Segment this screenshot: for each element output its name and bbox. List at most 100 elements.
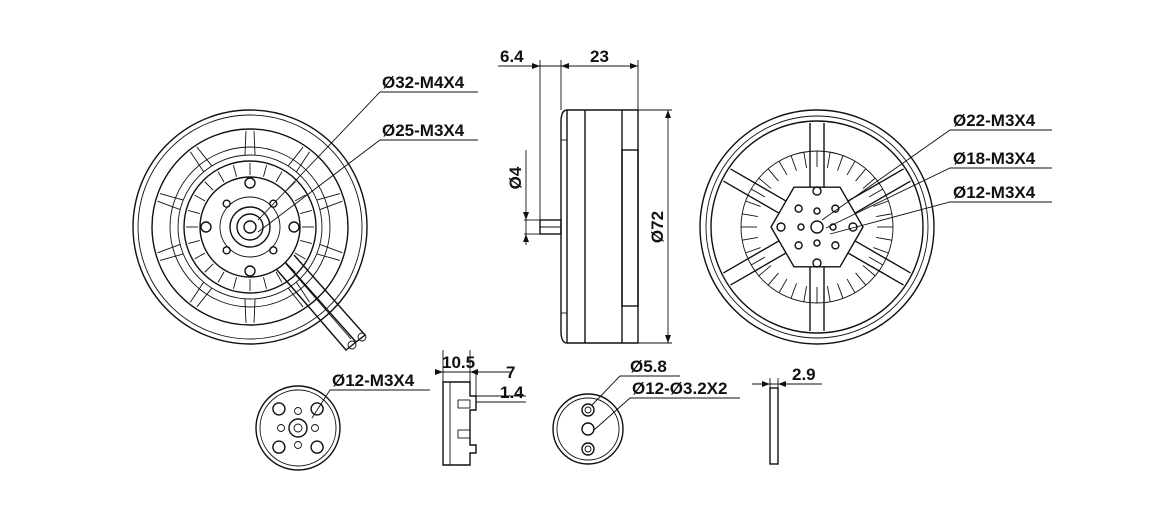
back-slot-line	[790, 155, 797, 171]
front-spoke-line	[316, 193, 341, 201]
back-hole	[829, 223, 837, 231]
back-spoke-line	[847, 252, 904, 286]
front-slot-line	[294, 194, 306, 202]
back-mount-holes	[776, 186, 858, 268]
front-slot-line	[233, 165, 237, 177]
back-hole	[812, 186, 822, 196]
motor-leads	[276, 254, 367, 351]
front-spoke-line	[319, 243, 343, 254]
front-slot-line	[194, 252, 206, 260]
back-hole	[813, 239, 821, 247]
front-slot-line	[275, 271, 283, 283]
front-spoke-line	[196, 146, 213, 167]
front-slot-line	[188, 210, 200, 214]
back-spoke-line	[723, 240, 780, 274]
front-spoke-line	[287, 287, 304, 308]
adapter-hole	[310, 440, 324, 454]
front-hole-m4	[288, 221, 300, 233]
front-slot-line	[275, 171, 283, 183]
front-spoke-line	[319, 200, 343, 211]
front-spoke-line	[295, 281, 311, 303]
adapter-side-view: 10.5 7 1.4	[435, 350, 526, 466]
front-hole-m3	[269, 246, 278, 255]
stator-slots	[186, 163, 314, 291]
front-slot-line	[188, 240, 200, 244]
back-slot-line	[742, 236, 758, 241]
back-slot-line	[868, 256, 884, 266]
front-hole-m3	[222, 246, 231, 255]
front-spoke-line	[159, 253, 184, 261]
adapter-dim-c: 1.4	[500, 383, 524, 402]
back-spoke-line	[723, 180, 780, 214]
front-slot-line	[263, 277, 267, 289]
front-slot-line	[194, 194, 206, 202]
cap-callout-1: Ø5.8	[630, 357, 667, 376]
back-hole	[797, 223, 805, 231]
front-spoke-line	[253, 131, 256, 156]
back-slot-line	[803, 152, 808, 168]
back-slot-line	[862, 177, 876, 189]
back-hole	[794, 241, 803, 250]
adapter-hole-inner	[277, 424, 285, 432]
back-slot-line	[803, 286, 808, 302]
back-slot-line	[846, 160, 856, 176]
back-callout-2: Ø18-M3X4	[953, 149, 1036, 168]
back-hole	[813, 207, 821, 215]
front-spoke-line	[287, 146, 304, 167]
back-slot-line	[876, 236, 892, 241]
adapter-hole-inner	[311, 424, 319, 432]
back-slot-line	[826, 152, 831, 168]
back-slot-line	[855, 272, 867, 286]
front-spoke-line	[189, 281, 205, 303]
back-spoke-line	[854, 180, 911, 214]
front-slot-line	[204, 181, 214, 191]
front-callout-1: Ø32-M4X4	[382, 73, 465, 92]
front-spokes	[157, 131, 343, 323]
back-slot-line	[837, 283, 844, 299]
washer-dim: 2.9	[792, 365, 816, 384]
back-slot-line	[862, 265, 876, 277]
front-slot-line	[300, 240, 312, 244]
dim-shaft-diameter: Ø4	[506, 166, 525, 189]
adapter-front-view: Ø12-M3X4	[255, 371, 430, 471]
front-spoke-line	[253, 298, 256, 323]
front-hole-m3	[269, 199, 278, 208]
washer-view: 2.9	[752, 365, 822, 465]
back-slot-line	[876, 213, 892, 218]
back-slot-line	[778, 278, 788, 294]
front-spoke-line	[196, 287, 213, 308]
prop-cap-view: Ø5.8 Ø12-Ø3.2X2	[552, 357, 740, 465]
front-slot-line	[217, 271, 225, 283]
back-slot-line	[873, 247, 889, 254]
back-slot-line	[767, 272, 779, 286]
back-slot-line	[790, 283, 797, 299]
front-view: Ø32-M4X4 Ø25-M3X4	[132, 73, 478, 351]
back-hole	[831, 241, 840, 250]
front-spoke-line	[189, 151, 205, 173]
mount-holes	[200, 177, 300, 277]
back-spoke-line	[730, 252, 787, 286]
front-slot-line	[233, 277, 237, 289]
front-hole-m4	[244, 177, 256, 189]
front-hole-m4	[244, 265, 256, 277]
back-slot-line	[745, 200, 761, 207]
back-slot-line	[868, 188, 884, 198]
side-view: 6.4 23 Ø4 Ø72	[498, 47, 672, 344]
adapter-hole	[310, 402, 324, 416]
dim-body-diameter: Ø72	[648, 211, 667, 243]
adapter-holes	[272, 402, 324, 454]
adapter-hole-inner	[294, 441, 302, 449]
adapter-dim-b: 7	[506, 363, 515, 382]
cap-callout-2: Ø12-Ø3.2X2	[632, 379, 727, 398]
back-hole	[794, 204, 803, 213]
front-slot-line	[217, 171, 225, 183]
adapter-hole	[272, 402, 286, 416]
back-hole	[776, 222, 786, 232]
dim-shaft-length: 6.4	[500, 47, 524, 66]
back-callout-3: Ø12-M3X4	[953, 183, 1036, 202]
front-slot-line	[204, 263, 214, 273]
back-slot-line	[837, 155, 844, 171]
back-slot-line	[750, 256, 766, 266]
back-slot-line	[855, 168, 867, 182]
